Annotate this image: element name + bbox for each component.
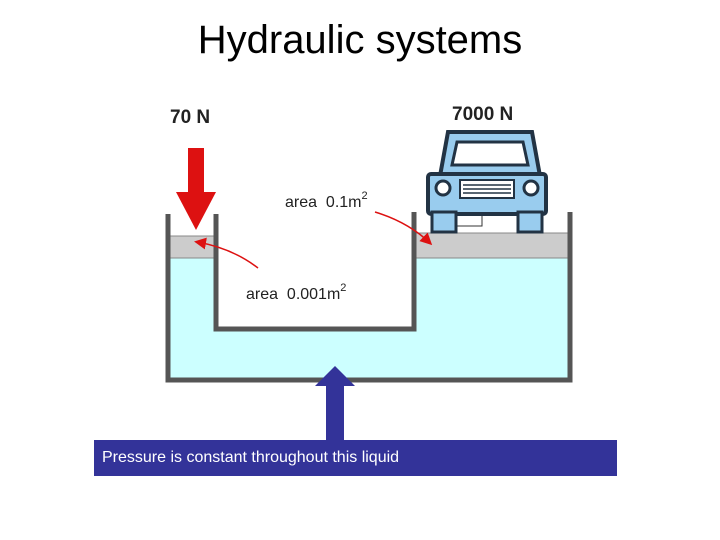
small-force-label: 70 N <box>170 107 210 128</box>
large-piston <box>411 232 569 259</box>
small-area-label: area 0.001m2 <box>246 282 346 303</box>
up-arrow-icon <box>315 366 355 441</box>
car-icon <box>426 130 548 234</box>
small-area-pointer <box>194 237 259 269</box>
small-piston <box>169 235 219 259</box>
large-area-label: area 0.1m2 <box>285 190 368 211</box>
slide-title: Hydraulic systems <box>197 18 523 62</box>
liquid <box>170 258 568 378</box>
large-area-pointer <box>374 211 433 246</box>
pressure-caption: Pressure is constant throughout this liq… <box>94 440 617 476</box>
large-force-label: 7000 N <box>452 104 513 125</box>
container-walls <box>165 212 573 383</box>
down-arrow-icon <box>176 148 216 230</box>
